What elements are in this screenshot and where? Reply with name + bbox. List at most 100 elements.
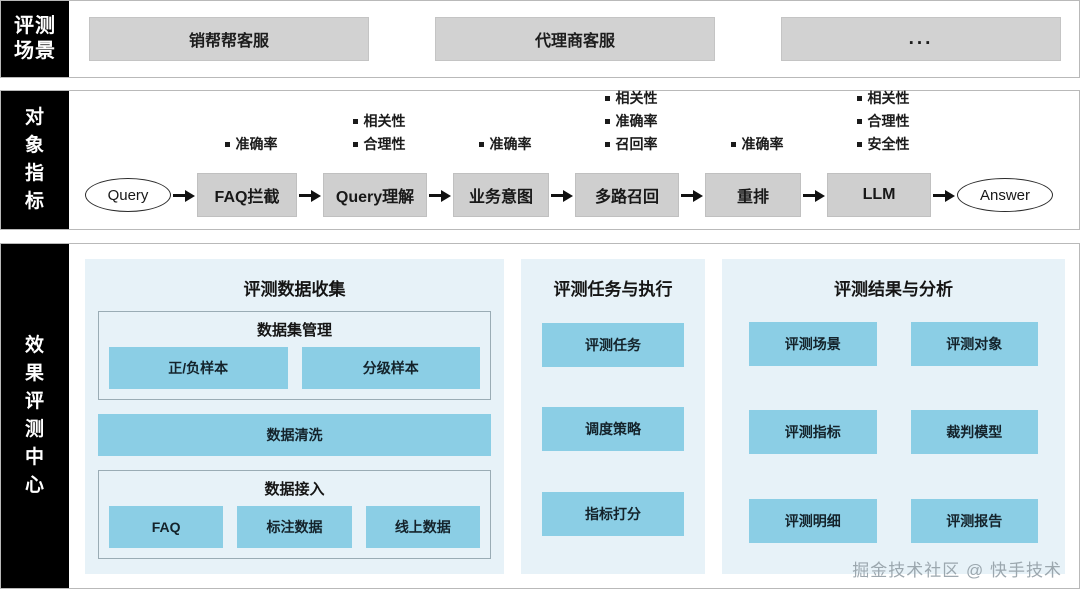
- metric-label: 合理性: [867, 113, 910, 129]
- panel-title: 评测数据收集: [243, 280, 346, 299]
- metric-label: 相关性: [615, 90, 658, 106]
- bullet-square-icon: [730, 142, 736, 147]
- chip-positive-negative-sample[interactable]: 正/负样本: [109, 347, 288, 389]
- data-cleansing-wrapper: 数据清洗: [98, 414, 491, 456]
- panel-results-analysis: 评测结果与分析 评测场景 评测对象 评测指标 裁判模型 评测明细 评测报告: [722, 259, 1065, 574]
- metric-label: 相关性: [363, 113, 406, 129]
- bullet-square-icon: [224, 142, 230, 147]
- section-label-line: 象: [24, 135, 45, 156]
- pipeline-node-stage[interactable]: Query理解: [323, 173, 427, 217]
- metric-item: 相关性: [352, 111, 406, 132]
- scenario-box-more[interactable]: ...: [781, 17, 1061, 61]
- metric-label: 准确率: [489, 136, 532, 152]
- chip-labeled-data[interactable]: 标注数据: [237, 506, 352, 548]
- metric-group: 准确率: [730, 134, 784, 167]
- pipeline-node-terminal[interactable]: Answer: [957, 178, 1053, 212]
- pipeline-flow: Query FAQ拦截 Query理解业务意图多路召回重排 LLM Answer: [85, 173, 1069, 217]
- flow-arrow-icon: [427, 189, 453, 202]
- chip-evaluation-scenario[interactable]: 评测场景: [749, 322, 877, 367]
- bullet-square-icon: [856, 142, 862, 147]
- chip-online-data[interactable]: 线上数据: [365, 506, 480, 548]
- bullet-square-icon: [856, 96, 862, 101]
- panel-data-collection: 评测数据收集 数据集管理 正/负样本 分级样本 数据清洗 数据接入: [85, 259, 504, 574]
- section-label-line: 评测: [14, 15, 56, 37]
- metric-label: 准确率: [741, 136, 784, 152]
- metric-label: 准确率: [615, 113, 658, 129]
- pipeline-node-stage[interactable]: LLM: [827, 173, 931, 217]
- chip-metric-scoring[interactable]: 指标打分: [542, 491, 684, 536]
- metric-label: 准确率: [235, 136, 278, 152]
- panel-task-execution: 评测任务与执行 评测任务 调度策略 指标打分: [521, 259, 705, 574]
- chip-judge-model[interactable]: 裁判模型: [910, 410, 1038, 455]
- metric-label: 安全性: [867, 136, 910, 152]
- metric-group: 相关性合理性: [352, 111, 406, 167]
- pipeline-body: Query FAQ拦截 Query理解业务意图多路召回重排 LLM Answer 准确率…: [69, 88, 1079, 229]
- section-label-line: 对: [24, 107, 45, 128]
- bullet-square-icon: [856, 119, 862, 124]
- bullet-square-icon: [478, 142, 484, 147]
- pipeline-node-stage[interactable]: 重排: [705, 173, 801, 217]
- section-label-object-metrics: 对 象 指 标: [1, 91, 69, 229]
- ingestion-chip-row: FAQ 标注数据 线上数据: [109, 506, 480, 548]
- bullet-square-icon: [352, 119, 358, 124]
- chip-evaluation-detail[interactable]: 评测明细: [749, 498, 877, 543]
- evaluation-center-body: 评测数据收集 数据集管理 正/负样本 分级样本 数据清洗 数据接入: [69, 244, 1079, 588]
- metric-group: 准确率: [478, 134, 532, 167]
- scenarios-body: 销帮帮客服 代理商客服 ...: [69, 1, 1079, 77]
- pipeline-node-stage[interactable]: 业务意图: [453, 173, 549, 217]
- metric-item: 准确率: [604, 111, 658, 132]
- subbox-title: 数据接入: [264, 481, 325, 498]
- section-evaluation-center: 效 果 评 测 中 心 评测数据收集 数据集管理 正/负样本 分级样本: [0, 243, 1080, 589]
- flow-arrow-icon: [931, 189, 957, 202]
- metric-group: 相关性合理性安全性: [856, 88, 910, 167]
- pipeline-node-stage[interactable]: 多路召回: [575, 173, 679, 217]
- section-object-metrics: 对 象 指 标 Query FAQ拦截 Query理解业务意图多路召回重排 LLM An…: [0, 90, 1080, 230]
- pipeline-wrapper: Query FAQ拦截 Query理解业务意图多路召回重排 LLM Answer 准确率…: [69, 88, 1079, 229]
- metric-group: 准确率: [224, 134, 278, 167]
- flow-arrow-icon: [679, 189, 705, 202]
- section-label-line: 标: [24, 191, 45, 212]
- scenario-box[interactable]: 销帮帮客服: [89, 17, 369, 61]
- metric-label: 合理性: [363, 136, 406, 152]
- chip-evaluation-task[interactable]: 评测任务: [542, 323, 684, 368]
- subbox-data-ingestion: 数据接入 FAQ 标注数据 线上数据: [98, 470, 491, 559]
- scenario-box[interactable]: 代理商客服: [435, 17, 715, 61]
- metric-label: 相关性: [867, 90, 910, 106]
- flow-arrow-icon: [171, 189, 197, 202]
- chip-faq[interactable]: FAQ: [109, 506, 224, 548]
- section-label-line: 指: [24, 163, 45, 184]
- result-chip-grid: 评测场景 评测对象 评测指标 裁判模型 评测明细 评测报告: [735, 311, 1052, 562]
- bullet-square-icon: [604, 142, 610, 147]
- panel-title: 评测结果与分析: [834, 280, 953, 299]
- scenario-box-row: 销帮帮客服 代理商客服 ...: [69, 1, 1079, 77]
- chip-data-cleansing[interactable]: 数据清洗: [98, 414, 491, 456]
- chip-scheduling-policy[interactable]: 调度策略: [542, 407, 684, 452]
- pipeline-node-stage[interactable]: FAQ拦截: [197, 173, 297, 217]
- section-label-line: 评: [24, 391, 45, 412]
- section-label-line: 心: [24, 475, 45, 496]
- subbox-title: 数据集管理: [256, 322, 332, 339]
- chip-graded-sample[interactable]: 分级样本: [301, 347, 480, 389]
- metric-item: 准确率: [224, 134, 278, 155]
- metric-item: 合理性: [856, 111, 910, 132]
- subbox-dataset-management: 数据集管理 正/负样本 分级样本: [98, 311, 491, 400]
- metric-item: 召回率: [604, 134, 658, 155]
- section-label-evaluation-scenarios: 评测 场景: [1, 1, 69, 77]
- dataset-chip-row: 正/负样本 分级样本: [109, 347, 480, 389]
- metric-item: 合理性: [352, 134, 406, 155]
- section-label-evaluation-center: 效 果 评 测 中 心: [1, 244, 69, 588]
- chip-evaluation-metric[interactable]: 评测指标: [749, 410, 877, 455]
- section-label-line: 效: [24, 335, 45, 356]
- section-label-line: 测: [24, 419, 45, 440]
- pipeline-node-terminal[interactable]: Query: [85, 178, 171, 212]
- panel-title: 评测任务与执行: [553, 280, 673, 299]
- section-label-line: 果: [24, 363, 45, 384]
- chip-evaluation-object[interactable]: 评测对象: [910, 322, 1038, 367]
- metric-item: 相关性: [856, 88, 910, 109]
- metric-group: 相关性准确率召回率: [604, 88, 658, 167]
- metric-item: 准确率: [478, 134, 532, 155]
- task-chip-stack: 评测任务 调度策略 指标打分: [534, 311, 692, 562]
- bullet-square-icon: [352, 142, 358, 147]
- chip-evaluation-report[interactable]: 评测报告: [910, 498, 1038, 543]
